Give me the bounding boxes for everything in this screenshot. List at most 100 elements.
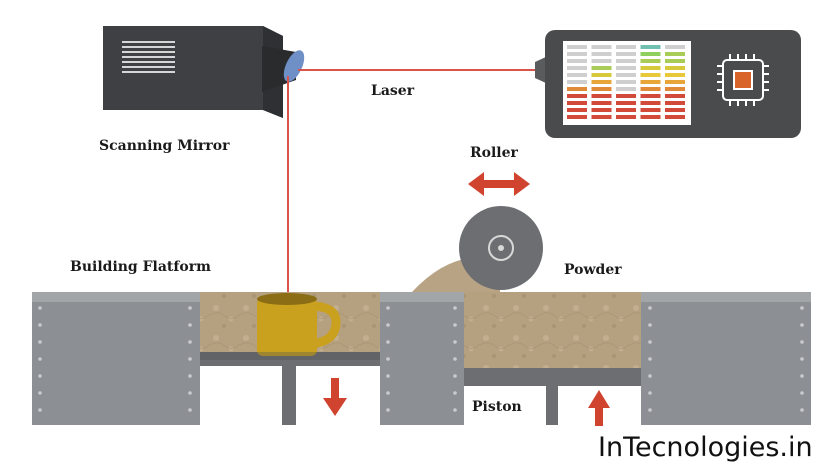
rivet bbox=[648, 374, 652, 378]
rivet bbox=[386, 408, 390, 412]
screen-bar-segment bbox=[640, 87, 661, 91]
rivet bbox=[453, 391, 457, 395]
screen-bar-segment bbox=[616, 73, 636, 77]
rivet bbox=[386, 391, 390, 395]
screen-bar-segment bbox=[616, 87, 636, 91]
screen-bar-segment bbox=[567, 87, 587, 91]
rivet bbox=[38, 374, 42, 378]
screen-bar-segment bbox=[616, 101, 636, 105]
screen-bar-segment bbox=[567, 59, 587, 63]
screen-bar-segment bbox=[616, 115, 636, 119]
label-roller: Roller bbox=[470, 145, 518, 161]
rivet bbox=[800, 374, 804, 378]
screen-bar-segment bbox=[665, 45, 685, 49]
rivet bbox=[386, 323, 390, 327]
screen-bar-segment bbox=[591, 45, 612, 49]
rivet bbox=[38, 340, 42, 344]
rivet bbox=[648, 323, 652, 327]
rivet bbox=[386, 306, 390, 310]
rivet bbox=[386, 374, 390, 378]
cpu-chip-icon bbox=[717, 54, 769, 106]
screen-bar-segment bbox=[640, 73, 661, 77]
rivet bbox=[38, 357, 42, 361]
rivet bbox=[386, 357, 390, 361]
label-laser: Laser bbox=[371, 83, 415, 99]
screen-bar-segment bbox=[567, 73, 587, 77]
rivet bbox=[453, 306, 457, 310]
rivet bbox=[188, 391, 192, 395]
screen-bar-segment bbox=[616, 108, 636, 112]
rivet bbox=[800, 391, 804, 395]
rivet bbox=[648, 391, 652, 395]
screen-bar-segment bbox=[640, 101, 661, 105]
screen-bar-segment bbox=[567, 108, 587, 112]
screen-bar-segment bbox=[665, 115, 685, 119]
right-steel-block bbox=[641, 292, 811, 425]
rivet bbox=[453, 408, 457, 412]
screen-bar-segment bbox=[640, 66, 661, 70]
rivet bbox=[648, 357, 652, 361]
rivet bbox=[38, 323, 42, 327]
screen-bar-segment bbox=[665, 101, 685, 105]
screen-bar-segment bbox=[591, 115, 612, 119]
rivet bbox=[453, 340, 457, 344]
screen-bar-segment bbox=[616, 80, 636, 84]
rivet bbox=[800, 306, 804, 310]
label-piston: Piston bbox=[472, 399, 522, 415]
screen-bar-segment bbox=[640, 80, 661, 84]
screen-bar-segment bbox=[567, 45, 587, 49]
rivet bbox=[38, 391, 42, 395]
screen-bar-segment bbox=[665, 94, 685, 98]
screen-bar-segment bbox=[591, 59, 612, 63]
rivet bbox=[188, 340, 192, 344]
screen-bar-segment bbox=[665, 66, 685, 70]
screen-bar-segment bbox=[616, 59, 636, 63]
rivet bbox=[386, 340, 390, 344]
powder-bed bbox=[464, 292, 641, 425]
roller bbox=[459, 206, 543, 290]
screen-bar-segment bbox=[665, 52, 685, 56]
mirror-lens bbox=[283, 50, 305, 82]
middle-steel-block bbox=[380, 292, 464, 425]
screen-bar-segment bbox=[665, 73, 685, 77]
screen-bar-segment bbox=[640, 59, 661, 63]
screen-bar-segment bbox=[591, 52, 612, 56]
rivet bbox=[188, 374, 192, 378]
screen-bar-segment bbox=[665, 108, 685, 112]
rivet bbox=[800, 323, 804, 327]
screen-bar-segment bbox=[567, 66, 587, 70]
printed-mug bbox=[257, 293, 341, 356]
screen-bar-segment bbox=[665, 80, 685, 84]
left-steel-block bbox=[32, 292, 200, 425]
screen-bar-segment bbox=[616, 94, 636, 98]
screen-bar-segment bbox=[591, 66, 612, 70]
screen-bar-segment bbox=[567, 115, 587, 119]
powder-piston-up-arrow bbox=[588, 390, 610, 426]
build-chamber bbox=[200, 292, 380, 425]
screen-bar-segment bbox=[591, 87, 612, 91]
screen-bar-segment bbox=[567, 101, 587, 105]
build-piston-down-arrow bbox=[323, 378, 347, 416]
rivet bbox=[188, 323, 192, 327]
screen-bar-segment bbox=[640, 45, 661, 49]
rivet bbox=[800, 340, 804, 344]
scanning-mirror-unit bbox=[103, 26, 305, 118]
screen-bar-segment bbox=[591, 94, 612, 98]
laser-beam bbox=[287, 69, 540, 300]
rivet bbox=[453, 374, 457, 378]
screen-bar-segment bbox=[616, 66, 636, 70]
screen-bar-segment bbox=[567, 52, 587, 56]
rivet bbox=[648, 306, 652, 310]
label-building-platform: Building Flatform bbox=[70, 259, 211, 275]
rivet bbox=[188, 408, 192, 412]
screen-bar-segment bbox=[665, 59, 685, 63]
rivet bbox=[188, 306, 192, 310]
screen-bars bbox=[567, 45, 685, 119]
rivet bbox=[453, 323, 457, 327]
screen-bar-segment bbox=[591, 108, 612, 112]
screen-bar-segment bbox=[591, 80, 612, 84]
screen-bar-segment bbox=[567, 94, 587, 98]
screen-bar-segment bbox=[616, 45, 636, 49]
screen-bar-segment bbox=[640, 94, 661, 98]
